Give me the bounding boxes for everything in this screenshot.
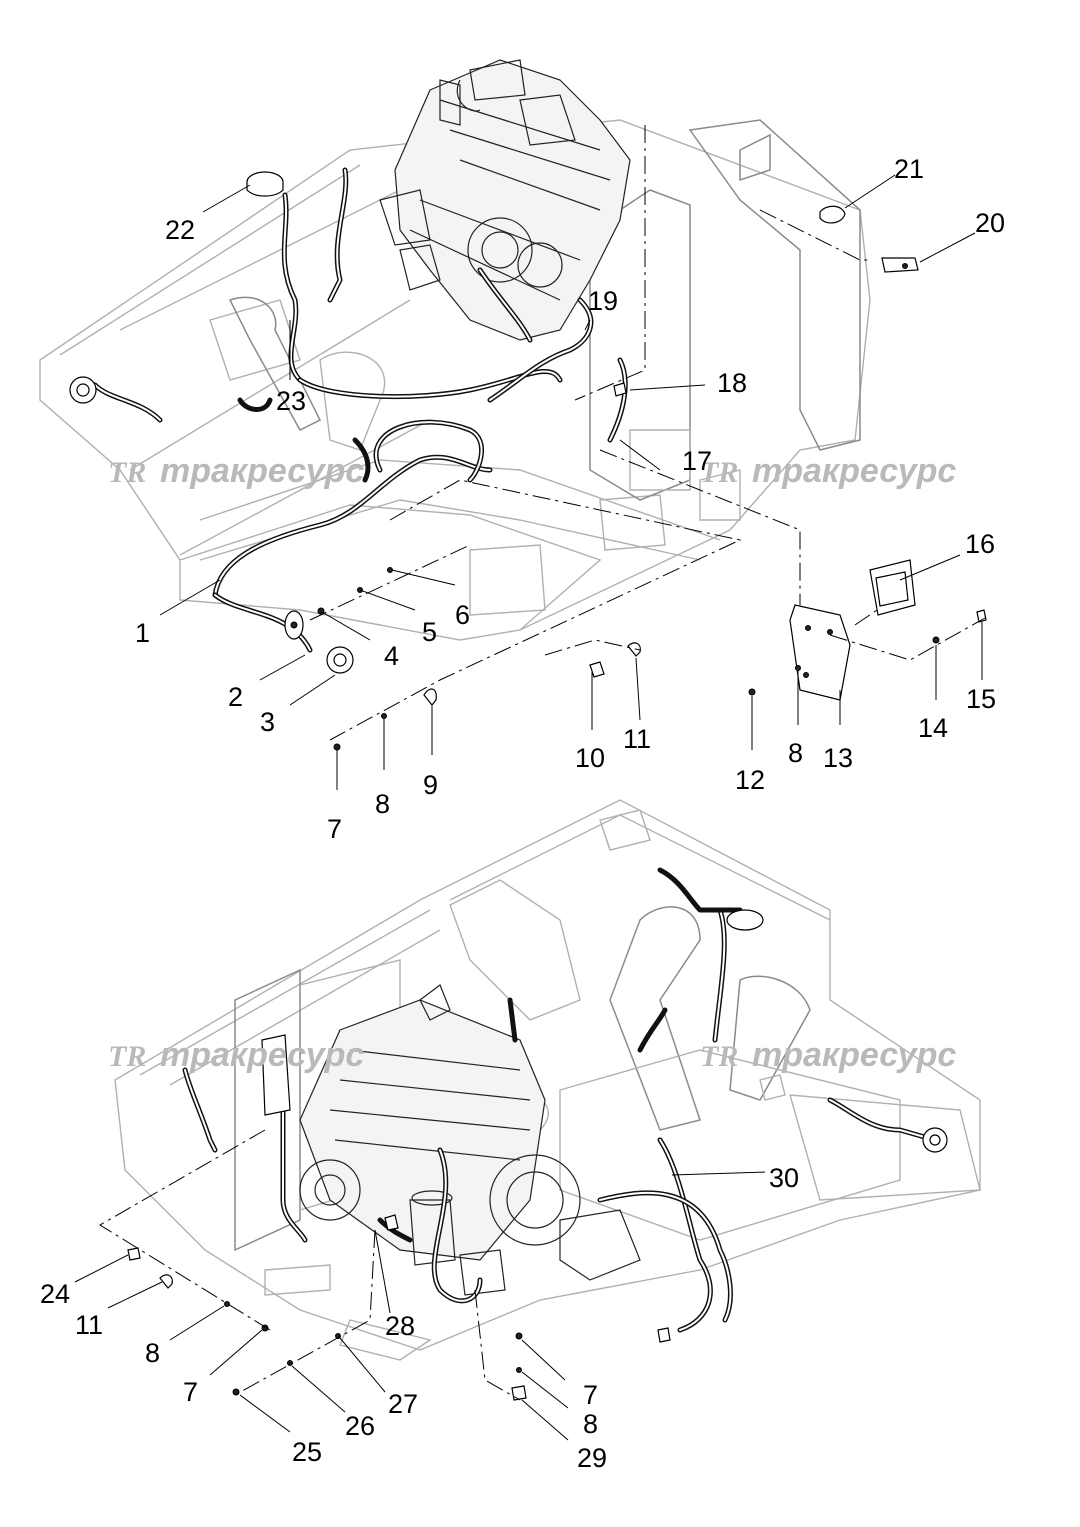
callout-5: 5 bbox=[422, 617, 437, 647]
callout-11: 11 bbox=[623, 724, 651, 754]
callout-26: 26 bbox=[345, 1411, 375, 1441]
bottom-frame bbox=[114, 799, 981, 1361]
callout-12: 12 bbox=[735, 765, 765, 795]
bottom-assembly-lines bbox=[99, 1129, 521, 1401]
bottom-engine bbox=[299, 984, 641, 1296]
watermark-logo: TR bbox=[108, 1040, 146, 1073]
callout-7: 7 bbox=[183, 1377, 198, 1407]
callout-9: 9 bbox=[423, 770, 438, 800]
callout-11: 11 bbox=[75, 1310, 103, 1340]
callout-4: 4 bbox=[384, 641, 399, 671]
callout-18: 18 bbox=[717, 368, 747, 398]
callout-13: 13 bbox=[823, 743, 853, 773]
callout-21: 21 bbox=[894, 154, 924, 184]
watermark-logo: TR bbox=[700, 456, 738, 489]
callouts-bottom: 24 11 8 7 25 26 27 28 7 8 29 30 bbox=[40, 1163, 799, 1473]
callout-20: 20 bbox=[975, 208, 1005, 238]
watermark-bottom-right: TR тракресурс bbox=[700, 1036, 956, 1074]
top-leaders bbox=[159, 174, 983, 790]
top-assembly-lines bbox=[309, 125, 986, 741]
watermark-logo: TR bbox=[700, 1040, 738, 1073]
callout-1: 1 bbox=[135, 618, 150, 648]
top-frame bbox=[39, 119, 871, 641]
callout-23: 23 bbox=[276, 386, 306, 416]
callout-28: 28 bbox=[385, 1311, 415, 1341]
callout-8b: 8 bbox=[788, 738, 803, 768]
callout-29: 29 bbox=[577, 1443, 607, 1473]
watermark-bottom-left: TR тракресурс bbox=[108, 1036, 364, 1074]
callout-27: 27 bbox=[388, 1389, 418, 1419]
callout-8: 8 bbox=[145, 1338, 160, 1368]
callout-3: 3 bbox=[260, 707, 275, 737]
watermark-top-right: TR тракресурс bbox=[700, 452, 956, 490]
watermark-text: тракресурс bbox=[752, 1036, 956, 1074]
callout-16: 16 bbox=[965, 529, 995, 559]
callout-2: 2 bbox=[228, 682, 243, 712]
top-parts bbox=[69, 171, 987, 751]
callout-8b: 8 bbox=[583, 1409, 598, 1439]
callout-7b: 7 bbox=[583, 1380, 598, 1410]
callout-10: 10 bbox=[575, 743, 605, 773]
top-engine bbox=[379, 59, 631, 341]
callouts-top: 1 2 3 4 5 6 7 8 9 10 11 12 8 13 14 15 16… bbox=[135, 154, 1005, 844]
callout-8: 8 bbox=[375, 789, 390, 819]
watermark-text: тракресурс bbox=[160, 452, 364, 490]
callout-6: 6 bbox=[455, 600, 470, 630]
callout-19: 19 bbox=[588, 286, 618, 316]
callout-17: 17 bbox=[682, 446, 712, 476]
bottom-parts bbox=[127, 909, 948, 1401]
watermark-text: тракресурс bbox=[752, 452, 956, 490]
watermark-top-left: TR тракресурс bbox=[108, 452, 364, 490]
top-harness bbox=[92, 167, 628, 653]
callout-15: 15 bbox=[966, 684, 996, 714]
callout-24: 24 bbox=[40, 1279, 70, 1309]
watermark-logo: TR bbox=[108, 456, 146, 489]
callout-14: 14 bbox=[918, 713, 948, 743]
callout-7: 7 bbox=[327, 814, 342, 844]
watermark-text: тракресурс bbox=[160, 1036, 364, 1074]
callout-30: 30 bbox=[769, 1163, 799, 1193]
bottom-harness bbox=[182, 867, 938, 1333]
callout-22: 22 bbox=[165, 215, 195, 245]
callout-25: 25 bbox=[292, 1437, 322, 1467]
bottom-leaders bbox=[74, 1171, 766, 1441]
